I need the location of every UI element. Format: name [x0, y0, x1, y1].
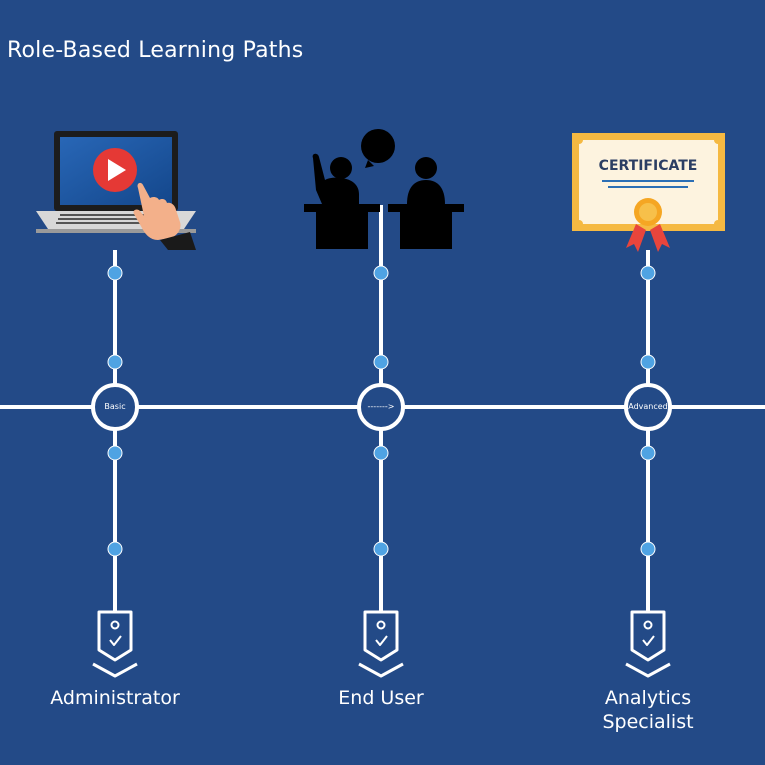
- role-badge-icon: [625, 610, 671, 678]
- path-dot: [373, 354, 389, 370]
- path-dot: [107, 265, 123, 281]
- node-circle-basic: [91, 383, 139, 431]
- path-dot: [107, 445, 123, 461]
- node-label-basic: Basic: [104, 402, 126, 411]
- path-dot: [640, 541, 656, 557]
- certificate-icon: CERTIFICATE: [572, 133, 725, 252]
- certificate-text: CERTIFICATE: [599, 158, 698, 174]
- node-circle-advanced: [624, 383, 672, 431]
- role-label-analytics-specialist: Analytics Specialist: [602, 687, 694, 733]
- node-label-arrow: ------->: [367, 402, 395, 411]
- classroom-discussion-icon: [304, 129, 464, 249]
- role-badge-icon: [358, 610, 404, 678]
- node-circle-arrow: [357, 383, 405, 431]
- path-dot: [373, 265, 389, 281]
- laptop-video-icon: [36, 131, 196, 250]
- path-dot: [373, 541, 389, 557]
- path-dot: [640, 265, 656, 281]
- page-title: Role-Based Learning Paths: [7, 38, 304, 63]
- path-dot: [640, 354, 656, 370]
- role-label-end-user: End User: [338, 687, 424, 709]
- path-dot: [373, 445, 389, 461]
- role-label-administrator: Administrator: [50, 687, 180, 709]
- role-badge-icon: [92, 610, 138, 678]
- path-dot: [107, 354, 123, 370]
- path-dot: [640, 445, 656, 461]
- node-label-advanced: Advanced: [628, 402, 668, 411]
- path-dot: [107, 541, 123, 557]
